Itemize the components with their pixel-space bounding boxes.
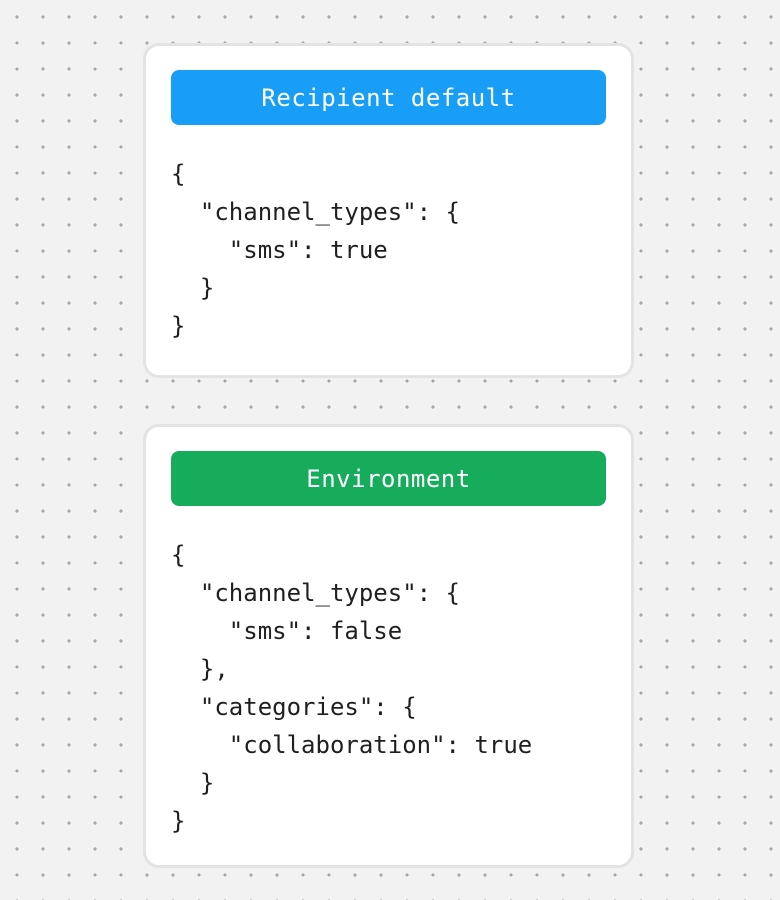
card-header-environment: Environment xyxy=(171,451,606,506)
card-title-recipient-default: Recipient default xyxy=(261,83,516,112)
card-environment: Environment { "channel_types": { "sms": … xyxy=(143,424,634,868)
card-title-environment: Environment xyxy=(306,464,471,493)
json-code-environment: { "channel_types": { "sms": false }, "ca… xyxy=(171,541,533,835)
card-recipient-default: Recipient default { "channel_types": { "… xyxy=(143,43,634,378)
card-header-recipient-default: Recipient default xyxy=(171,70,606,125)
json-code-recipient-default: { "channel_types": { "sms": true } } xyxy=(171,160,460,340)
